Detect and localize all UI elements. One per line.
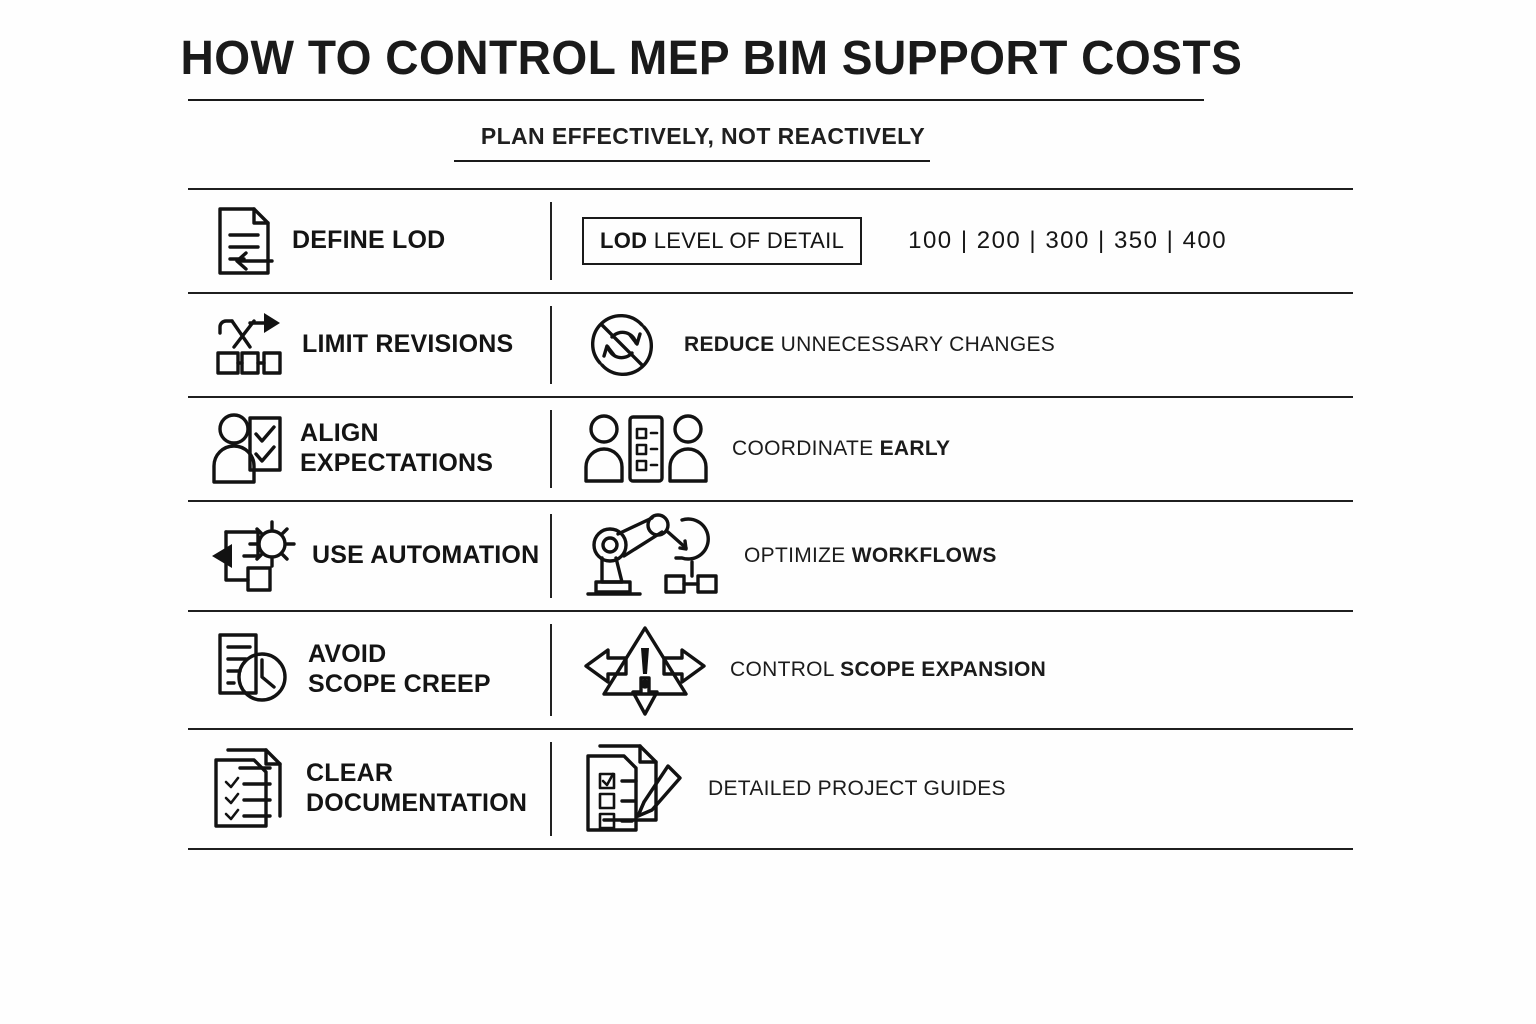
document-pencil-icon — [582, 740, 686, 838]
column-divider — [550, 513, 552, 598]
detail-bold: WORKFLOWS — [851, 543, 997, 567]
row-label-cell-define-lod: DEFINE LOD — [188, 190, 550, 292]
two-people-checklist-icon — [582, 409, 710, 489]
column-divider — [550, 409, 552, 488]
row-separator — [188, 395, 1353, 398]
row-detail-cell-limit-revisions: REDUCE UNNECESSARY CHANGES — [552, 294, 1348, 396]
lod-text: LEVEL OF DETAIL — [653, 227, 845, 253]
row-separator — [188, 847, 1353, 850]
row-label: USE AUTOMATION — [312, 541, 540, 570]
detail-bold: EARLY — [879, 436, 951, 460]
detail-bold: SCOPE EXPANSION — [840, 657, 1047, 681]
warning-expand-icon — [582, 622, 708, 718]
page-subtitle: PLAN EFFECTIVELY, NOT REACTIVELY — [480, 122, 926, 149]
document-import-icon — [210, 203, 276, 279]
title-underline — [188, 98, 1204, 101]
table-row: USE AUTOMATION — [188, 502, 1348, 610]
row-detail-cell-avoid-scope-creep: CONTROL SCOPE EXPANSION — [552, 612, 1348, 728]
column-divider — [550, 305, 552, 384]
row-label: DEFINE LOD — [292, 226, 446, 255]
subtitle-underline — [454, 159, 930, 162]
detail-rest: UNNECESSARY CHANGES — [774, 332, 1056, 356]
row-separator — [188, 727, 1353, 730]
row-label-cell-avoid-scope-creep: AVOID SCOPE CREEP — [188, 612, 550, 728]
table-row: AVOID SCOPE CREEP CONTROL SCOPE EXPANSIO… — [188, 612, 1348, 728]
row-detail-text: CONTROL SCOPE EXPANSION — [730, 658, 1046, 682]
column-divider — [550, 623, 552, 716]
row-label: LIMIT REVISIONS — [302, 330, 514, 359]
detail-bold: REDUCE — [684, 332, 775, 356]
row-label-cell-limit-revisions: LIMIT REVISIONS — [188, 294, 550, 396]
row-label-cell-clear-documentation: CLEAR DOCUMENTATION — [188, 730, 550, 848]
table-row: CLEAR DOCUMENTATION — [188, 730, 1348, 848]
row-label: ALIGN EXPECTATIONS — [300, 419, 494, 477]
robot-arm-icon — [582, 512, 722, 600]
row-separator — [188, 187, 1353, 190]
detail-prefix: CONTROL — [730, 657, 841, 681]
column-divider — [550, 201, 552, 280]
detail-prefix: OPTIMIZE — [744, 543, 852, 567]
row-detail-text: COORDINATE EARLY — [732, 437, 950, 461]
header: HOW TO CONTROL MEP BIM SUPPORT COSTS PLA… — [0, 0, 1536, 162]
page-title: HOW TO CONTROL MEP BIM SUPPORT COSTS — [180, 32, 1243, 85]
document-clock-icon — [210, 629, 292, 711]
row-label-cell-align-expectations: ALIGN EXPECTATIONS — [188, 398, 550, 500]
checklist-documents-icon — [210, 746, 290, 832]
row-detail-cell-align-expectations: COORDINATE EARLY — [552, 398, 1348, 500]
row-detail-cell-clear-documentation: DETAILED PROJECT GUIDES — [552, 730, 1348, 848]
gear-flowchart-icon — [210, 516, 296, 596]
lod-badge: LOD LEVEL OF DETAIL — [582, 216, 863, 265]
row-detail-text: REDUCE UNNECESSARY CHANGES — [684, 333, 1055, 357]
column-divider — [550, 741, 552, 836]
table-row: ALIGN EXPECTATIONS — [188, 398, 1348, 500]
row-detail-text: DETAILED PROJECT GUIDES — [708, 776, 1006, 800]
lod-levels: 100 | 200 | 300 | 350 | 400 — [908, 226, 1228, 254]
tips-table: DEFINE LOD LOD LEVEL OF DETAIL 100 | 200… — [0, 187, 1536, 850]
row-label: AVOID SCOPE CREEP — [308, 640, 491, 698]
table-row: DEFINE LOD LOD LEVEL OF DETAIL 100 | 200… — [188, 190, 1348, 292]
row-separator — [188, 499, 1353, 502]
table-row: LIMIT REVISIONS REDUCE UNNECESSARY CHANG — [188, 294, 1348, 396]
row-separator — [188, 291, 1353, 294]
no-refresh-icon — [582, 305, 662, 385]
row-label: CLEAR DOCUMENTATION — [306, 759, 528, 817]
row-label-cell-use-automation: USE AUTOMATION — [188, 502, 550, 610]
detail-prefix: COORDINATE — [732, 436, 880, 460]
revision-flow-icon — [210, 307, 286, 383]
person-checklist-icon — [210, 410, 284, 488]
lod-tag: LOD — [600, 227, 648, 253]
row-detail-cell-define-lod: LOD LEVEL OF DETAIL 100 | 200 | 300 | 35… — [552, 190, 1348, 292]
row-detail-cell-use-automation: OPTIMIZE WORKFLOWS — [552, 502, 1348, 610]
row-detail-text: OPTIMIZE WORKFLOWS — [744, 544, 997, 568]
row-separator — [188, 609, 1353, 612]
